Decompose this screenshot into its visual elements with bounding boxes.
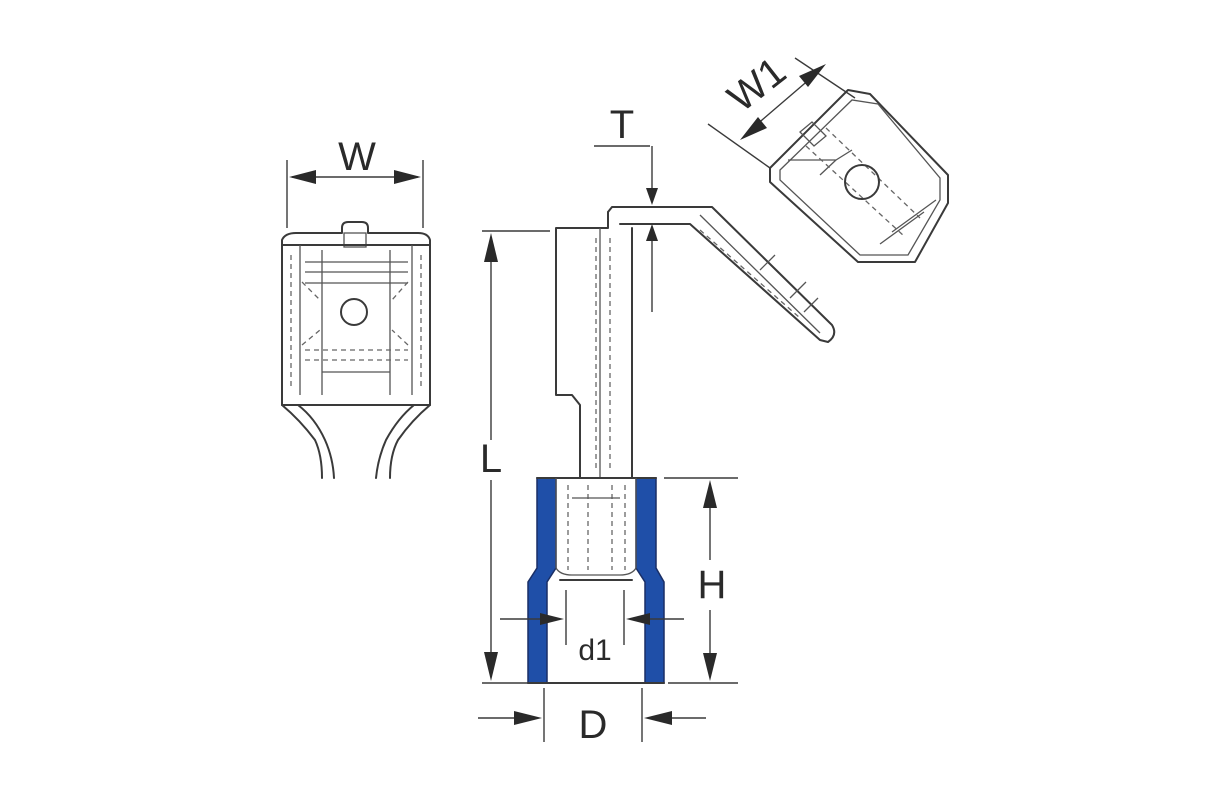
- bent-blade: [607, 206, 836, 343]
- d1-arrow-right: [626, 613, 650, 625]
- d1-label: d1: [578, 634, 611, 667]
- w1-arrow-right: [799, 64, 826, 87]
- h-arrow-top: [703, 480, 717, 508]
- w-arrow-left: [289, 170, 316, 184]
- l-arrow-top: [484, 233, 498, 262]
- front-flare-left: [281, 404, 323, 479]
- front-view: W: [281, 135, 431, 479]
- t-arrow-bottom: [646, 224, 658, 241]
- h-label: H: [698, 563, 727, 607]
- d-arrow-left: [514, 711, 542, 725]
- l-label: L: [480, 437, 502, 481]
- front-flare-right: [389, 404, 431, 479]
- side-view: T L: [478, 103, 836, 747]
- front-body-outline: [281, 221, 431, 406]
- w1-label: W1: [720, 49, 794, 121]
- insulation-sleeve: [527, 477, 665, 684]
- h-arrow-bottom: [703, 653, 717, 681]
- front-hole: [340, 298, 368, 326]
- barrel-outline: [555, 211, 633, 479]
- t-label: T: [610, 103, 634, 147]
- w1-arrow-left: [740, 117, 767, 140]
- tilted-hole: [844, 164, 880, 200]
- d-arrow-right: [644, 711, 672, 725]
- l-arrow-bottom: [484, 652, 498, 681]
- tilted-body-outline: [769, 89, 949, 263]
- d-label: D: [579, 703, 608, 747]
- d1-arrow-left: [540, 613, 564, 625]
- w-arrow-right: [394, 170, 421, 184]
- t-arrow-top: [646, 188, 658, 205]
- tilted-view: W1: [707, 49, 949, 263]
- w-label: W: [338, 135, 376, 179]
